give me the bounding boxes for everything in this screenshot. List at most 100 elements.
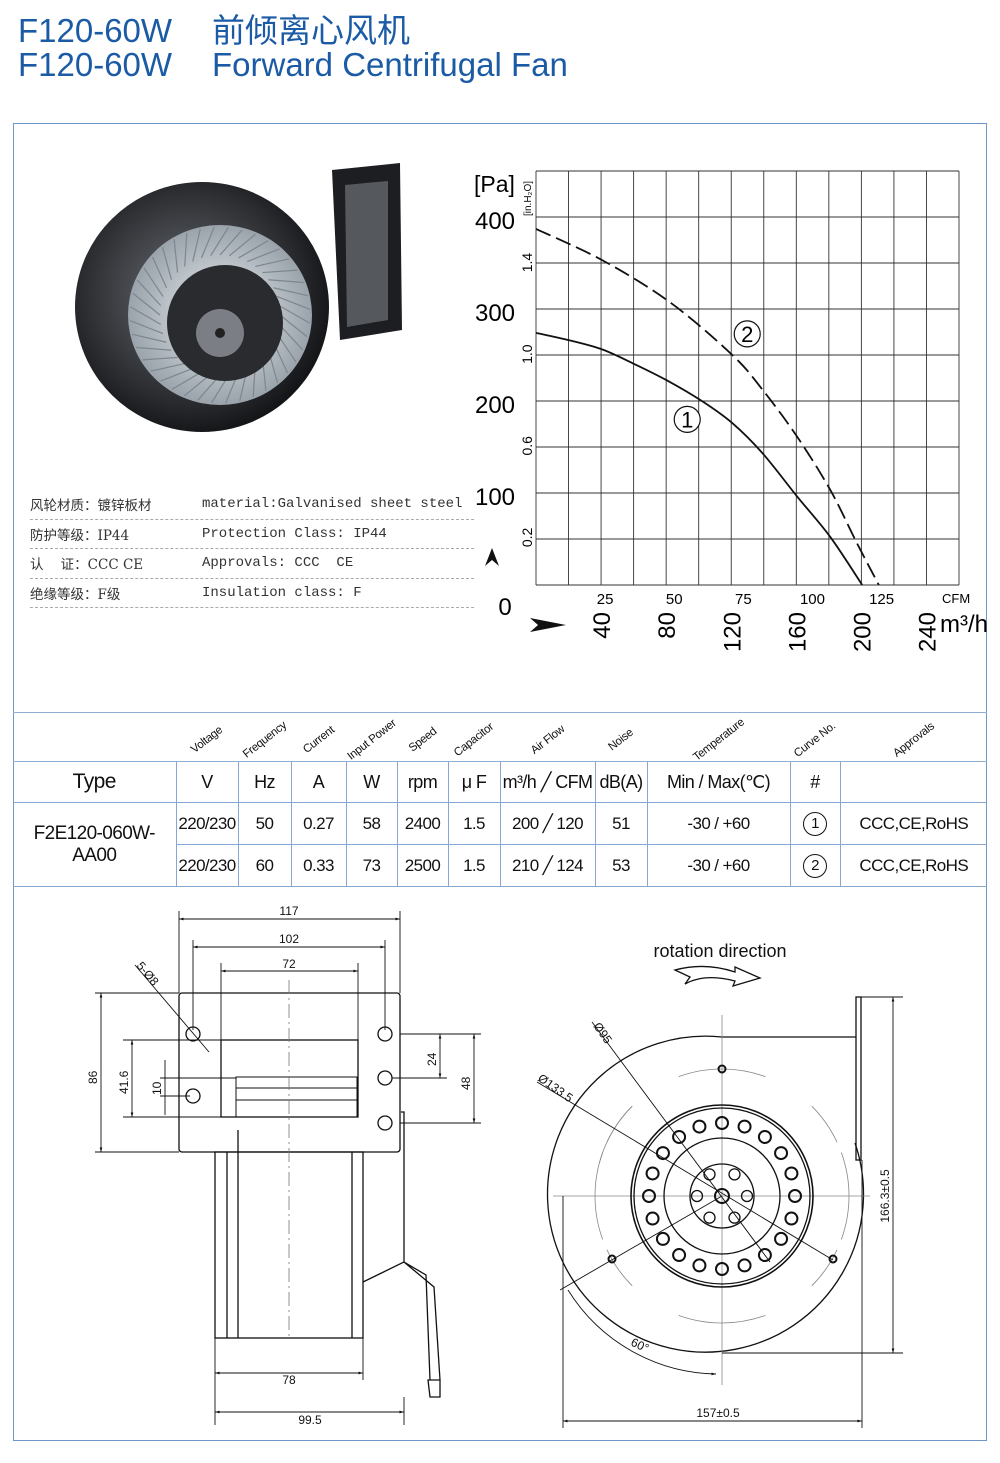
blade xyxy=(192,229,201,262)
rotor-hole xyxy=(655,1231,670,1246)
spec-en: Protection Class: IP44 xyxy=(202,525,387,542)
spec-en: Approvals: CCC CE xyxy=(202,555,354,572)
blade xyxy=(132,333,167,343)
y-axis-label-inh2o: [in.H₂O] xyxy=(523,181,534,216)
x-tick-label-cfm: 100 xyxy=(800,591,825,608)
rotor-hole xyxy=(715,1262,729,1276)
spec-cn: 绝缘等级：F级 xyxy=(30,586,121,603)
model-name: F120-60W xyxy=(18,46,173,83)
curve-1 xyxy=(535,332,863,586)
spec-cn: 防护等级：IP44 xyxy=(30,527,130,544)
cell-temperature: -30 / +60 xyxy=(646,844,791,887)
dimension-lines xyxy=(95,911,481,1425)
fan-photo xyxy=(75,163,402,432)
unit: A xyxy=(290,761,347,803)
x-tick-label-cfm: 25 xyxy=(597,591,614,608)
units-row: Type V Hz A W rpm μ F m³/h ╱ CFM dB(A) M… xyxy=(13,761,987,803)
cell-frequency: 60 xyxy=(237,844,292,887)
dim-angle-60: 60° xyxy=(629,1335,652,1355)
unit xyxy=(839,761,987,803)
rotor-hole xyxy=(645,1211,660,1226)
product-name-en: Forward Centrifugal Fan xyxy=(212,46,568,83)
blade xyxy=(255,258,290,268)
blade xyxy=(278,305,310,324)
y-tick-label: 0 xyxy=(498,594,511,621)
table-row: 220/230 60 0.33 73 2500 1.5 210 ╱ 124 53… xyxy=(13,844,987,887)
spec-row: 防护等级：IP44 Protection Class: IP44 xyxy=(30,520,474,549)
hub-hole xyxy=(740,1189,754,1203)
y-tick-label: 100 xyxy=(475,484,515,511)
hub-hole xyxy=(690,1189,704,1203)
blade xyxy=(173,239,179,273)
hub-hole xyxy=(703,1168,716,1181)
hub-hole xyxy=(703,1211,716,1224)
reference-arc xyxy=(678,1068,766,1078)
cell-airflow: 210 ╱ 124 xyxy=(499,844,596,887)
product-name-cn: 前倾离心风机 xyxy=(212,12,410,49)
blade xyxy=(184,233,188,267)
blade xyxy=(200,226,215,259)
x-tick-label-m3h: 40 xyxy=(589,612,616,639)
type-header: Type xyxy=(13,761,177,803)
x-tick-label-m3h: 160 xyxy=(784,612,811,652)
volute-housing xyxy=(546,1035,865,1353)
rotor-hole xyxy=(642,1189,656,1203)
y2-tick-label: 1.0 xyxy=(519,344,535,364)
rotation-direction-label: rotation direction xyxy=(653,941,786,961)
y2-tick-label: 1.4 xyxy=(519,253,535,273)
header-label-row: Voltage Frequency Current Input Power Sp… xyxy=(13,712,987,764)
cell-speed: 2400 xyxy=(396,802,449,845)
spec-cn: 认 证：CCC CE xyxy=(30,557,144,574)
rotor-hole xyxy=(757,1248,772,1263)
rotor-face xyxy=(663,1137,781,1255)
mounting-hole xyxy=(377,1070,393,1086)
hub-hole xyxy=(728,1168,741,1181)
outlet-window xyxy=(220,1039,359,1118)
dim-diameter-95: Ø95 xyxy=(591,1020,616,1047)
y2-tick-label: 0.6 xyxy=(519,436,535,456)
cable xyxy=(362,1111,441,1398)
dim-117: 117 xyxy=(279,904,298,918)
blade xyxy=(132,292,161,316)
cell-temperature: -30 / +60 xyxy=(646,802,791,845)
rotor-hole xyxy=(655,1146,670,1161)
right-arrow-icon xyxy=(530,618,566,632)
blade xyxy=(130,306,162,325)
blade xyxy=(143,267,164,297)
dim-10: 10 xyxy=(150,1081,164,1095)
rotor-hole xyxy=(692,1258,707,1273)
unit: V xyxy=(175,761,239,803)
spec-en: Insulation class: F xyxy=(202,584,362,601)
rotor-hole xyxy=(672,1129,687,1144)
title-en: F120-60W Forward Centrifugal Fan xyxy=(18,48,568,82)
cell-speed: 2500 xyxy=(396,844,449,887)
rotor-hole xyxy=(645,1166,660,1181)
unit: W xyxy=(345,761,398,803)
screw-hole xyxy=(607,1254,617,1264)
blade xyxy=(136,346,172,351)
y2-tick-label: 0.2 xyxy=(519,528,535,548)
curve-badge: 1 xyxy=(803,811,827,836)
hub xyxy=(689,1163,755,1229)
rotor-hole xyxy=(784,1166,799,1181)
dim-78: 78 xyxy=(282,1373,296,1387)
hub-hole xyxy=(728,1211,741,1224)
rotor-hole xyxy=(692,1119,707,1134)
x-tick-label-m3h: 120 xyxy=(719,612,746,652)
blade xyxy=(278,323,304,351)
cell-approvals: CCC,CE,RoHS xyxy=(839,844,987,887)
front-view-drawing: rotation direction Ø95 Ø133.5 xyxy=(535,941,903,1428)
blade xyxy=(129,320,164,335)
dim-diameter-133-5: Ø133.5 xyxy=(535,1071,576,1105)
chart-grid xyxy=(535,170,960,586)
rotor-hole xyxy=(715,1116,729,1130)
blade xyxy=(161,247,173,280)
unit: m³/h ╱ CFM xyxy=(499,761,596,803)
dim-24: 24 xyxy=(425,1052,439,1066)
blade xyxy=(262,269,298,274)
mounting-hole xyxy=(377,1115,393,1131)
spec-table: Voltage Frequency Current Input Power Sp… xyxy=(13,712,987,887)
blade xyxy=(210,227,229,257)
